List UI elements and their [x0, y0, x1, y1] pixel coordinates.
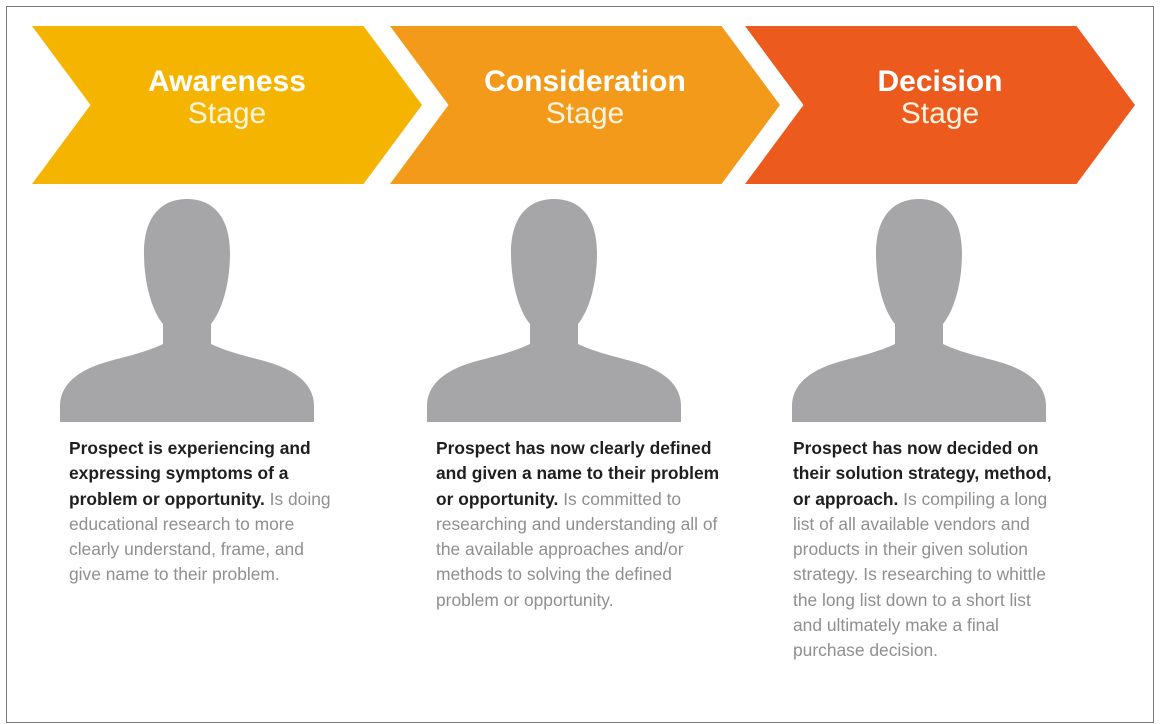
stage-subtitle: Stage: [900, 97, 980, 131]
description-lead: Prospect has now decided on their soluti…: [793, 438, 1052, 509]
stage-subtitle: Stage: [545, 97, 625, 131]
stage-label-awareness: Awareness Stage: [32, 65, 422, 131]
description-body: Is compiling a long list of all availabl…: [793, 488, 1048, 661]
stage-title: Decision: [877, 65, 1003, 98]
stage-subtitle: Stage: [187, 97, 267, 131]
description-lead: Prospect has now clearly defined and giv…: [436, 438, 720, 509]
stage-description-awareness: Prospect is experiencing and expressing …: [69, 436, 331, 588]
description-body: Is committed to researching and understa…: [436, 488, 718, 610]
stage-label-decision: Decision Stage: [745, 65, 1135, 131]
stage-description-decision: Prospect has now decided on their soluti…: [793, 436, 1063, 664]
stage-chevron-decision: Decision Stage: [745, 26, 1135, 184]
description-body: Is doing educational research to more cl…: [69, 488, 331, 585]
person-silhouette-icon: [790, 196, 1048, 422]
stage-title: Consideration: [484, 65, 686, 98]
stage-title: Awareness: [148, 65, 306, 98]
person-silhouette-icon: [58, 196, 316, 422]
description-lead: Prospect is experiencing and expressing …: [69, 438, 311, 509]
stage-chevron-awareness: Awareness Stage: [32, 26, 422, 184]
diagram-frame: [6, 6, 1154, 723]
stage-description-consideration: Prospect has now clearly defined and giv…: [436, 436, 736, 613]
stage-chevron-consideration: Consideration Stage: [390, 26, 780, 184]
stage-label-consideration: Consideration Stage: [390, 65, 780, 131]
person-silhouette-icon: [425, 196, 683, 422]
